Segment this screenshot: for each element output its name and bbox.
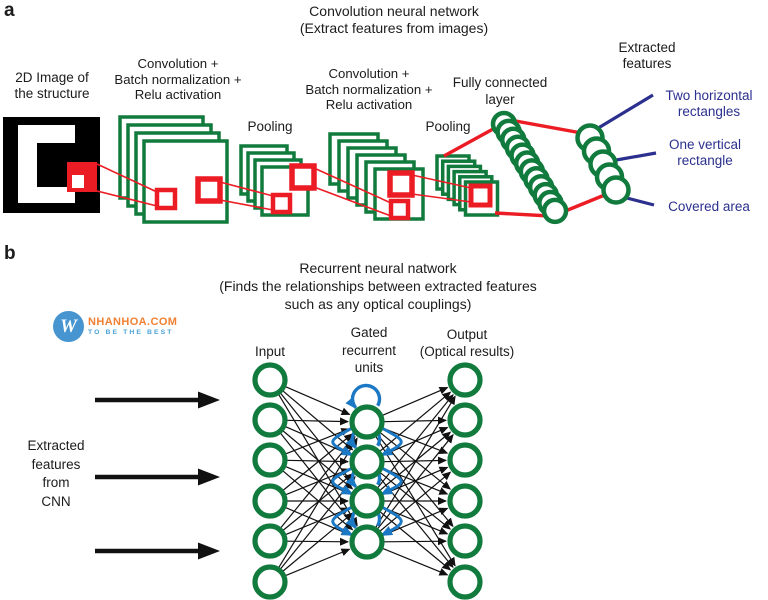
panel-a-label: a bbox=[4, 0, 15, 21]
gru-nodes bbox=[349, 404, 385, 560]
feature-label-covered-area: Covered area bbox=[668, 199, 750, 214]
watermark-monogram-icon: W bbox=[53, 311, 84, 342]
rnn-output-label: Output (Optical results) bbox=[419, 327, 515, 359]
pooling1-label: Pooling bbox=[247, 119, 293, 134]
conv1-label: Convolution + Batch normalization + Relu… bbox=[114, 56, 242, 102]
conv2-stack bbox=[328, 132, 425, 221]
pooling2-label: Pooling bbox=[425, 119, 471, 134]
extracted-feature-nodes bbox=[575, 123, 631, 205]
gru-label: Gated recurrent units bbox=[341, 325, 397, 375]
feature-label-two-horizontal: Two horizontal rectangles bbox=[665, 88, 753, 119]
cnn-title: Convolution neural network (Extract feat… bbox=[299, 3, 489, 36]
fully-connected-label: Fully connected layer bbox=[452, 75, 548, 107]
watermark: W NHANHOA.COM TO BE THE BEST bbox=[53, 311, 177, 342]
rnn-input-nodes bbox=[252, 362, 288, 600]
conv-window-boxes bbox=[154, 163, 493, 221]
rnn-input-label: Input bbox=[254, 344, 286, 359]
cnn-features-source-label: Extracted features from CNN bbox=[27, 438, 85, 509]
panel-b-label: b bbox=[4, 243, 16, 264]
rnn-output-nodes bbox=[447, 362, 483, 600]
rnn-title: Recurrent neural natwork (Finds the rela… bbox=[219, 260, 537, 313]
input-image bbox=[3, 117, 100, 213]
fully-connected-chain bbox=[490, 110, 569, 225]
cnn-to-rnn-arrows bbox=[95, 391, 220, 560]
watermark-name: NHANHOA.COM bbox=[88, 316, 178, 328]
extracted-features-label: Extracted features bbox=[618, 40, 676, 71]
conv2-label: Convolution + Batch normalization + Relu… bbox=[305, 66, 433, 112]
input-image-label: 2D Image of the structure bbox=[14, 70, 90, 101]
feature-label-one-vertical: One vertical rectangle bbox=[668, 137, 742, 168]
watermark-tagline: TO BE THE BEST bbox=[88, 329, 174, 336]
